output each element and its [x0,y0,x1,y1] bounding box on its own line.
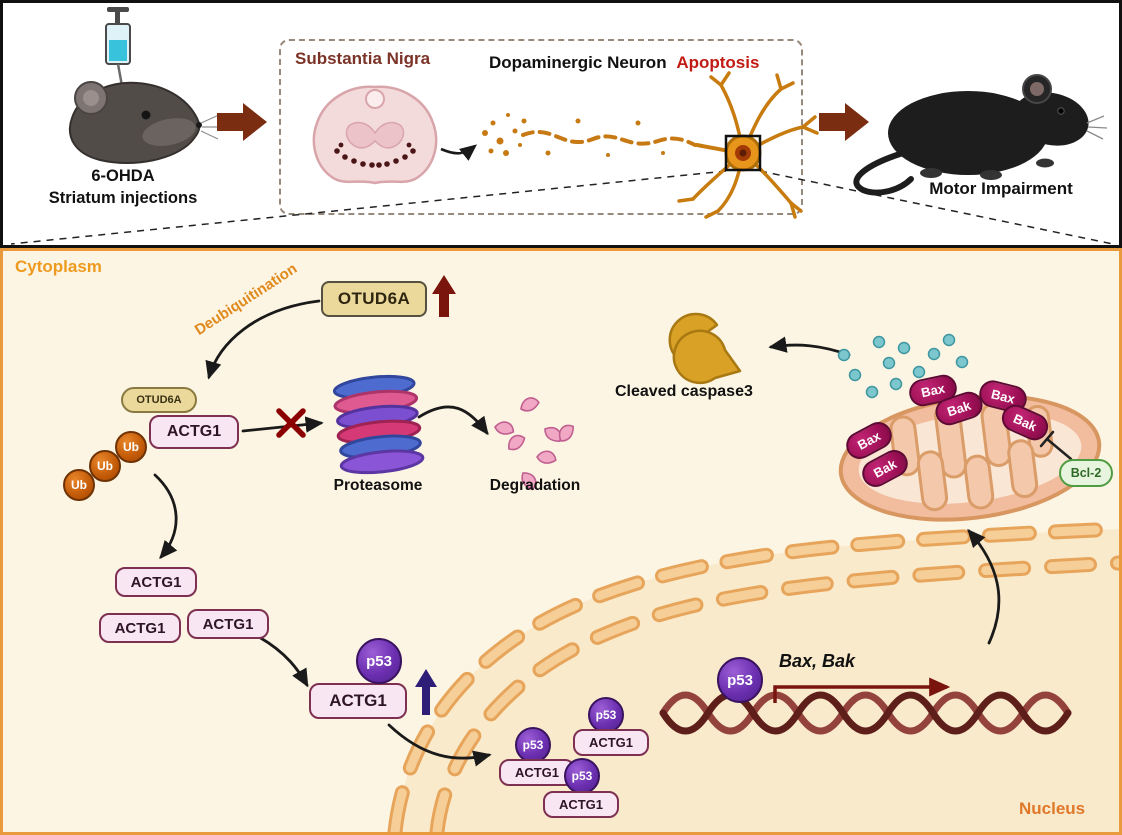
otud6a-small-tag: OTUD6A [121,387,197,413]
actg1-box: ACTG1 [115,567,197,597]
p53-circle: p53 [564,758,600,794]
otud6a-up-arrow-icon [432,275,456,317]
transcription-arrow [773,677,951,703]
flow-arrow-1 [217,103,267,141]
neuron-apoptosis-label: Dopaminergic Neuron Apoptosis [489,53,759,73]
to-degradation-arrow [417,405,489,436]
proteasome-label: Proteasome [333,477,423,494]
into-nucleus-arrow [387,723,492,767]
brain-to-neuron-arrow [440,144,477,161]
bcl2-inhibition-icon [1039,430,1073,461]
substantia-nigra-label: Substantia Nigra [295,49,431,68]
cleaved-caspase3-label: Cleaved caspase3 [615,383,753,400]
injection-mouse-icon [68,7,222,164]
actg1-box: ACTG1 [99,613,181,643]
ub-circle: Ub [115,431,147,463]
p53-circle: p53 [515,727,551,763]
block-x-icon [276,408,306,438]
top-illustration [10,7,1114,245]
top-panel: 6-OHDA Striatum injections Substantia Ni… [0,0,1122,248]
otud6a-box: OTUD6A [321,281,427,317]
pathway-panel: Cytoplasm Nucleus OTUD6A Deubiquitinatio… [0,248,1122,835]
mouse-motor-icon [853,74,1108,196]
degradation-label: Degradation [489,477,581,494]
motor-impairment-label: Motor Impairment [929,179,1073,198]
proteasome-icon [332,374,425,475]
zoom-square [724,134,762,172]
to-proteasome-arrow [241,416,324,433]
caspase3-pacman-icon [668,312,742,385]
zoom-cone-lines [10,170,1114,245]
flow-arrow-2 [819,103,869,141]
bcl2-oval: Bcl-2 [1059,459,1113,487]
brain-section-icon [312,85,438,185]
ub-circle: Ub [63,469,95,501]
accumulate-arrow [257,635,309,688]
injection-label-line2: Striatum injections [48,189,198,207]
actg1-box: ACTG1 [573,729,649,756]
deubiquitination-arrow [205,299,321,380]
bax-bak-gene-label: Bax, Bak [779,651,856,671]
apoptosis-label: Apoptosis [676,53,760,72]
cytoplasm-label: Cytoplasm [15,257,102,276]
actg1-box: ACTG1 [187,609,269,639]
p53-circle: p53 [356,638,402,684]
nucleus-to-mito-arrow [967,528,1001,645]
neuron-label: Dopaminergic Neuron [489,53,667,72]
degradation-bits-icon [494,397,575,491]
release-arrow [153,473,178,560]
nuclear-membrane [387,521,1119,832]
actg1-box: ACTG1 [499,759,575,786]
ub-circle: Ub [89,450,121,482]
p53-circle: p53 [588,697,624,733]
actg1-box: ACTG1 [543,791,619,818]
to-caspase-arrow [768,336,851,357]
neuron-icon [677,71,819,219]
injection-label-line1: 6-OHDA [91,167,155,185]
actg1-box: ACTG1 [149,415,239,449]
actg1-box-main: ACTG1 [309,683,407,719]
p53-circle-dna: p53 [717,657,763,703]
degenerating-axon-icon [482,113,697,157]
p53-up-arrow-icon [415,669,437,715]
nucleus-label: Nucleus [1019,799,1086,818]
